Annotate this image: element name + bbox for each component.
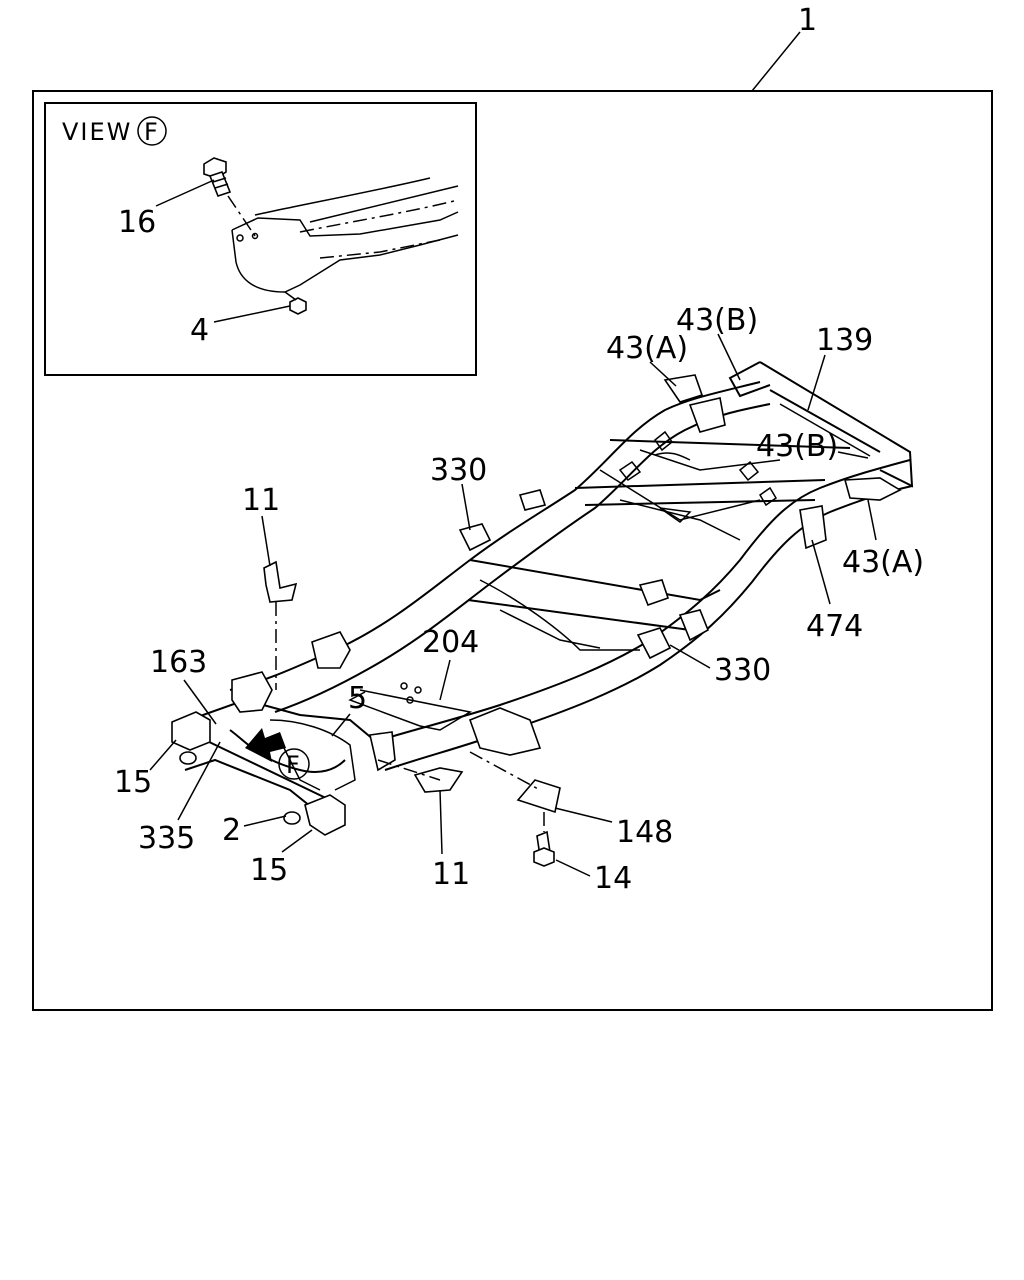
assembly-leader (751, 31, 801, 92)
inset-title: VIEW (62, 118, 132, 146)
inset-view-letter: F (144, 118, 160, 146)
label-nut: 4 (190, 313, 209, 348)
callout-11-top: 11 (242, 483, 280, 518)
bolt-icon (533, 830, 555, 867)
nut-icon (289, 297, 307, 315)
callout-43a-right: 43(A) (842, 545, 924, 580)
inset-view-f: VIEW F 16 4 (44, 102, 477, 376)
callout-330-right: 330 (714, 653, 771, 688)
arrow-icon (245, 728, 286, 762)
inset-view-circle (137, 116, 167, 146)
callout-14: 14 (594, 861, 632, 896)
callout-15-left: 15 (114, 765, 152, 800)
bolt-icon (203, 157, 232, 197)
callout-204: 204 (422, 625, 479, 660)
callout-474: 474 (806, 609, 863, 644)
inset-frame (44, 102, 477, 376)
callout-43b-top: 43(B) (676, 303, 758, 338)
callout-148: 148 (616, 815, 673, 850)
callout-11-bottom: 11 (432, 857, 470, 892)
callout-2: 2 (222, 813, 241, 848)
callout-15-bottom: 15 (250, 853, 288, 888)
assembly-label: 1 (798, 3, 817, 38)
callout-5: 5 (348, 681, 367, 716)
view-marker-letter: F (286, 751, 302, 779)
label-bolt: 16 (118, 205, 156, 240)
callout-335: 335 (138, 821, 195, 856)
callout-43a-left: 43(A) (606, 331, 688, 366)
chassis-frame (171, 361, 914, 836)
callout-163: 163 (150, 645, 207, 680)
callout-43b-right: 43(B) (756, 429, 838, 464)
view-marker-circle (278, 748, 310, 780)
callout-139: 139 (816, 323, 873, 358)
callout-330-top: 330 (430, 453, 487, 488)
outer-frame (32, 90, 993, 1011)
